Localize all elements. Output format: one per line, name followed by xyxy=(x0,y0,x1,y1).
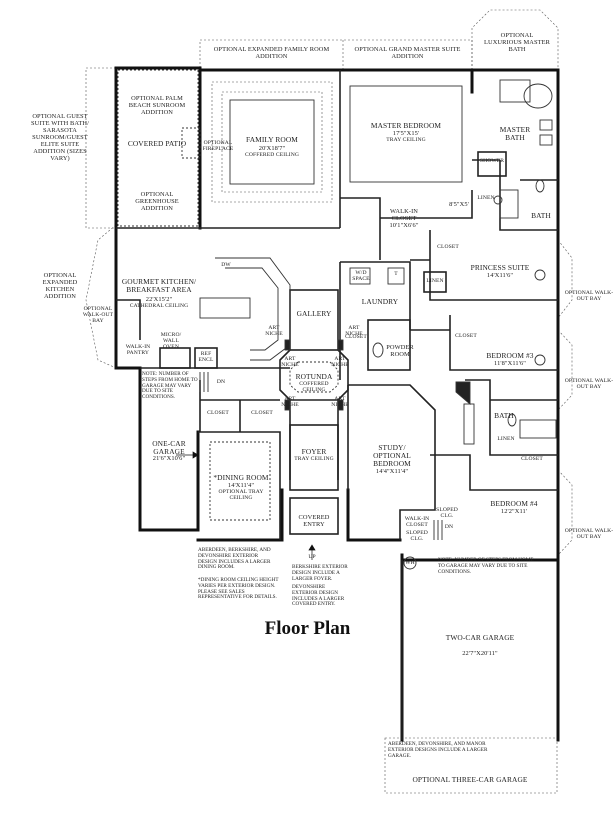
label-art-niche-5: ART NICHE xyxy=(281,396,299,409)
label-dn-1: DN xyxy=(216,379,226,385)
label-princess-suite: PRINCESS SUITE xyxy=(470,263,530,272)
label-sloped-1: SLOPED CLG. xyxy=(436,507,458,520)
label-master-bath: MASTER BATH xyxy=(499,125,531,142)
label-optional-fireplace: OPTIONAL FIREPLACE xyxy=(202,140,234,153)
label-art-niche-3: ART NICHE xyxy=(281,356,299,369)
label-linen-2: LINEN xyxy=(426,278,444,284)
label-closet-d1: CLOSET xyxy=(207,410,229,416)
label-guest-suite: OPTIONAL GUEST SUITE WITH BATH/ SARASOTA… xyxy=(31,113,89,162)
label-linen-3: LINEN xyxy=(497,436,515,442)
label-dining-ceiling: OPTIONAL TRAY CEILING xyxy=(218,489,264,502)
label-grand-master: OPTIONAL GRAND MASTER SUITE ADDITION xyxy=(354,46,461,60)
label-bath-2: BATH xyxy=(494,411,514,420)
label-foyer-ceiling: TRAY CEILING xyxy=(294,456,334,462)
label-rotunda-ceiling: COFFERED CEILING xyxy=(299,381,329,394)
label-expanded-family: OPTIONAL EXPANDED FAMILY ROOM ADDITION xyxy=(213,46,330,60)
label-closet-princess: CLOSET xyxy=(437,244,459,250)
fixtures xyxy=(117,69,557,570)
label-master-bedroom: MASTER BEDROOM xyxy=(370,121,442,130)
label-dining-room: *DINING ROOM xyxy=(213,473,269,482)
label-two-car: TWO-CAR GARAGE xyxy=(445,633,515,642)
label-family-room: FAMILY ROOM xyxy=(246,135,298,144)
label-walkout-3: OPTIONAL WALK-OUT BAY xyxy=(564,528,614,541)
label-kitchen: GOURMET KITCHEN/ BREAKFAST AREA xyxy=(121,277,197,294)
interior-walls xyxy=(116,70,558,740)
label-closet-d2: CLOSET xyxy=(251,410,273,416)
label-walkout-left: OPTIONAL WALK-OUT BAY xyxy=(82,306,114,325)
label-gallery: GALLERY xyxy=(296,309,332,318)
note-steps-right: NOTE: NUMBER OF STEPS FROM HOME TO GARAG… xyxy=(438,557,534,575)
label-study: STUDY/ OPTIONAL BEDROOM xyxy=(373,443,411,468)
label-covered-entry: COVERED ENTRY xyxy=(298,514,330,528)
page-title: Floor Plan xyxy=(264,618,351,639)
label-walkin-closet: WALK-IN CLOSET xyxy=(389,208,419,222)
label-greenhouse: OPTIONAL GREENHOUSE ADDITION xyxy=(135,191,179,212)
label-ref: REF ENCL xyxy=(198,351,214,364)
label-three-car: OPTIONAL THREE-CAR GARAGE xyxy=(412,775,528,784)
label-master-ceiling: TRAY CEILING xyxy=(386,137,426,143)
note-aberdeen-dining: ABERDEEN, BERKSHIRE, AND DEVONSHIRE EXTE… xyxy=(198,547,271,571)
label-art-niche-2: ART NICHE xyxy=(345,325,363,338)
label-wd-space: W/D SPACE xyxy=(352,270,370,283)
label-palm-beach: OPTIONAL PALM BEACH SUNROOM ADDITION xyxy=(128,95,186,116)
label-laundry: LAUNDRY xyxy=(361,297,399,306)
label-rotunda: ROTUNDA xyxy=(295,372,333,381)
label-two-car-dim: 22'7"X20'11" xyxy=(462,650,498,657)
label-walkout-1: OPTIONAL WALK-OUT BAY xyxy=(564,290,614,303)
label-up: UP xyxy=(308,554,316,560)
label-bedroom4-dim: 12'2"X11' xyxy=(500,508,528,515)
label-one-car-dim: 21'6"X10'6" xyxy=(152,455,186,462)
label-one-car: ONE-CAR GARAGE xyxy=(152,439,186,456)
label-micro: MICRO/ WALL OVEN xyxy=(160,332,182,351)
label-walkin-pantry: WALK-IN PANTRY xyxy=(125,344,151,357)
label-closet-bedroom3: CLOSET xyxy=(455,333,477,339)
label-walkin-dim: 10'1"X6'6" xyxy=(389,222,419,229)
label-family-dim: 20'X18'7" xyxy=(258,145,286,152)
label-t: T xyxy=(394,271,398,277)
label-closet-bedroom4: CLOSET xyxy=(521,456,543,462)
label-wh: WH xyxy=(405,560,415,566)
label-bedroom3: BEDROOM #3 xyxy=(486,351,534,360)
label-closet-laundry: CLOSET xyxy=(345,334,367,340)
label-bath-1: BATH xyxy=(531,211,551,220)
label-study-dim: 14'4"X11'4" xyxy=(375,468,409,475)
label-luxurious-bath: OPTIONAL LUXURIOUS MASTER BATH xyxy=(483,32,551,53)
note-steps-left: NOTE: NUMBER OF STEPS FROM HOME TO GARAG… xyxy=(142,371,198,401)
note-berkshire-foyer: BERKSHIRE EXTERIOR DESIGN INCLUDE A LARG… xyxy=(292,564,348,582)
label-covered-patio: COVERED PATIO xyxy=(127,139,187,148)
label-kitchen-dim: 22'X15'2" xyxy=(145,296,173,303)
label-art-niche-1: ART NICHE xyxy=(265,325,283,338)
label-kitchen-ceiling: CATHEDRAL CEILING xyxy=(129,303,189,309)
label-linen-1: LINEN xyxy=(477,195,495,201)
label-powder-room: POWDER ROOM xyxy=(386,344,414,358)
label-dn-2: DN xyxy=(444,524,454,530)
label-bedroom4: BEDROOM #4 xyxy=(490,499,538,508)
note-aberdeen-garage: ABERDEEN, DEVONSHIRE, AND MANOR EXTERIOR… xyxy=(388,741,488,759)
note-devonshire-entry: DEVONSHIRE EXTERIOR DESIGN INCLUDES A LA… xyxy=(292,584,345,608)
label-sloped-2: SLOPED CLG. xyxy=(406,530,428,543)
label-walkout-2: OPTIONAL WALK-OUT BAY xyxy=(564,378,614,391)
label-walkin-closet-2: WALK-IN CLOSET xyxy=(404,516,430,529)
label-bedroom3-dim: 11'8"X11'6" xyxy=(494,360,526,367)
annotation-arrows xyxy=(176,451,316,560)
label-family-ceiling: COFFERED CEILING xyxy=(245,152,299,158)
label-art-niche-4: ART NICHE xyxy=(331,356,349,369)
label-master-dim: 17'5"X15' xyxy=(392,130,420,137)
label-dining-dim: 14'X11'4" xyxy=(227,482,255,489)
label-dw: DW xyxy=(221,262,231,268)
label-shower: SHOWER xyxy=(479,158,505,164)
label-art-niche-6: ART NICHE xyxy=(331,396,349,409)
label-princess-dim: 14'X11'6" xyxy=(486,272,514,279)
label-foyer: FOYER xyxy=(301,447,327,456)
label-expanded-kitchen: OPTIONAL EXPANDED KITCHEN ADDITION xyxy=(42,272,78,300)
label-closet-dim: 8'5"X5' xyxy=(449,201,469,208)
note-dining-height: *DINING ROOM CEILING HEIGHT VARIES PER E… xyxy=(198,577,279,601)
